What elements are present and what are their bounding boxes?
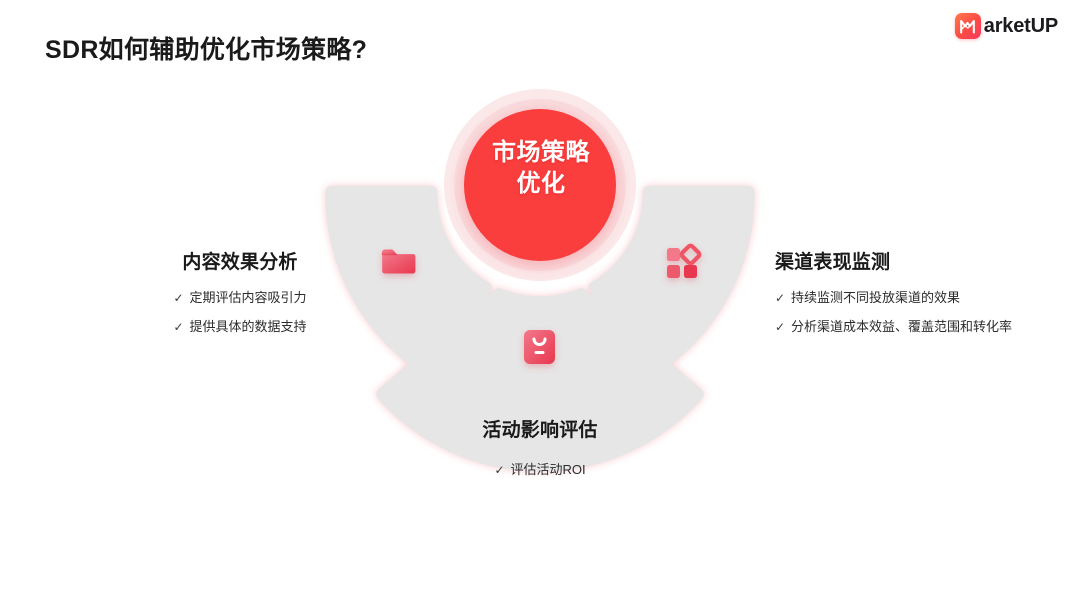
check-icon: ✓ (775, 291, 786, 305)
list-item: ✓ 分析渠道成本效益、覆盖范围和转化率 (775, 317, 1025, 337)
check-icon: ✓ (494, 463, 505, 477)
list-item-text: 评估活动ROI (510, 462, 586, 477)
check-icon: ✓ (173, 320, 184, 334)
list-item: ✓ 定期评估内容吸引力 (173, 288, 306, 308)
block-right-bullets: ✓ 持续监测不同投放渠道的效果 ✓ 分析渠道成本效益、覆盖范围和转化率 (775, 288, 1025, 337)
block-right-heading: 渠道表现监测 (775, 252, 891, 273)
block-campaign-impact-assessment: 活动影响评估 ✓ 评估活动ROI (430, 415, 650, 489)
grid-dashboard-icon (667, 243, 702, 278)
list-item-text: 分析渠道成本效益、覆盖范围和转化率 (791, 319, 1013, 334)
check-icon: ✓ (173, 291, 184, 305)
block-bottom-bullets: ✓ 评估活动ROI (494, 460, 585, 489)
marketup-m-icon (954, 13, 981, 39)
list-item: ✓ 持续监测不同投放渠道的效果 (775, 288, 1025, 308)
petal-group (325, 185, 755, 472)
center-circle[interactable] (464, 109, 616, 261)
block-bottom-heading: 活动影响评估 (482, 420, 598, 441)
list-item: ✓ 评估活动ROI (494, 460, 585, 480)
list-item-text: 提供具体的数据支持 (189, 319, 307, 334)
marketup-logo-text: arketUP (983, 14, 1058, 37)
report-card-icon (524, 330, 555, 364)
list-item: ✓ 提供具体的数据支持 (173, 317, 306, 337)
check-icon: ✓ (775, 320, 786, 334)
marketup-logo: arketUP (954, 13, 1058, 39)
block-left-heading: 内容效果分析 (182, 252, 298, 273)
list-item-text: 持续监测不同投放渠道的效果 (791, 290, 961, 305)
folder-icon (381, 249, 416, 274)
list-item-text: 定期评估内容吸引力 (189, 290, 307, 305)
block-channel-performance-monitoring: 渠道表现监测 ✓ 持续监测不同投放渠道的效果 ✓ 分析渠道成本效益、覆盖范围和转… (775, 247, 1025, 346)
page-title: SDR如何辅助优化市场策略? (45, 36, 368, 64)
block-left-bullets: ✓ 定期评估内容吸引力 ✓ 提供具体的数据支持 (173, 288, 306, 346)
petal-right[interactable] (588, 185, 755, 382)
petal-bottom[interactable] (376, 288, 704, 472)
block-content-effect-analysis: 内容效果分析 ✓ 定期评估内容吸引力 ✓ 提供具体的数据支持 (140, 247, 340, 346)
